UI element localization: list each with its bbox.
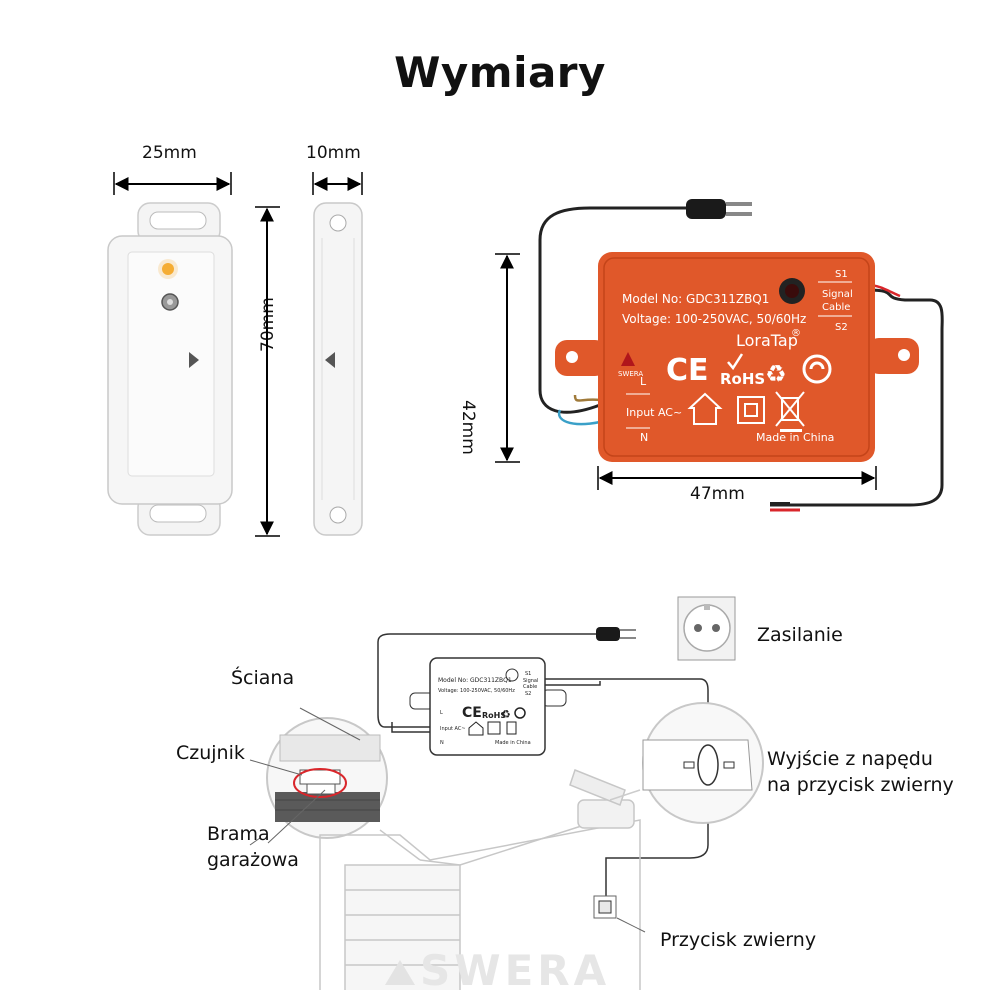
swera-logo-icon	[621, 352, 635, 366]
module-height-label: 42mm	[458, 400, 478, 455]
mini-cable-label: Cable	[523, 684, 537, 690]
sensor-width-arrow	[113, 172, 232, 195]
ce-mark: CE	[666, 353, 709, 388]
mini-module: Model No: GDC311ZBQ1 Voltage: 100-250VAC…	[409, 657, 567, 756]
module-brand-mark: ®	[791, 328, 801, 339]
label-signal: Signal	[822, 289, 853, 300]
plug-icon	[686, 199, 726, 219]
sensor-depth-label: 10mm	[306, 143, 361, 163]
loratap-module: Model No: GDC311ZBQ1 Voltage: 100-250VAC…	[555, 252, 919, 462]
sensor-detail-circle	[266, 717, 388, 839]
page-title: Wymiary	[394, 48, 606, 97]
made-in-text: Made in China	[756, 431, 834, 444]
label-wyjscie-2: na przycisk zwierny	[767, 774, 954, 796]
pointer-czujnik	[249, 759, 303, 776]
triangle-left-icon	[325, 352, 335, 368]
label-s2: S2	[835, 322, 848, 333]
module-model-text: Model No: GDC311ZBQ1	[622, 292, 769, 306]
label-brama-1: Brama	[207, 823, 270, 845]
mini-plug-icon	[596, 627, 620, 641]
module-voltage-text: Voltage: 100-250VAC, 50/60Hz	[622, 312, 806, 326]
module-brand-text: LoraTap	[736, 331, 798, 350]
check-icon	[727, 353, 744, 371]
recycle-icon: ♻	[765, 360, 787, 388]
house-icon	[687, 392, 723, 425]
watermark-logo-icon	[385, 960, 415, 985]
mini-s2-label: S2	[525, 691, 531, 697]
pointer-brama	[267, 789, 326, 844]
label-s1: S1	[835, 269, 848, 280]
mini-made-in: Made in China	[495, 740, 531, 746]
sensor-depth-arrow	[312, 172, 363, 195]
label-przycisk: Przycisk zwierny	[660, 929, 817, 951]
triangle-right-icon	[189, 352, 199, 368]
mini-rohs-mark: RoHS	[482, 711, 506, 720]
mini-n-label: N	[440, 740, 444, 746]
label-wyjscie-1: Wyjście z napędu	[767, 748, 933, 770]
watermark-text: SWERA	[420, 946, 610, 995]
install-wiring	[377, 633, 719, 896]
green-dot-icon	[802, 354, 832, 384]
module-height-arrow	[495, 253, 520, 463]
pointer-przycisk	[616, 917, 646, 933]
label-input: Input AC~	[626, 406, 682, 419]
sensor-front-view	[107, 202, 233, 536]
sensor-side-view	[313, 202, 363, 536]
label-zasilanie: Zasilanie	[757, 624, 843, 646]
label-czujnik: Czujnik	[176, 742, 245, 764]
mini-recycle-icon: ♻	[501, 708, 511, 721]
module-width-label: 47mm	[690, 484, 745, 504]
signal-cable	[770, 283, 944, 512]
push-button-icon	[593, 895, 617, 919]
mini-l-label: L	[440, 710, 443, 716]
weee-bin-icon	[775, 391, 805, 432]
wall-socket-icon	[677, 596, 736, 661]
drive-output-circle	[609, 702, 764, 824]
label-cable: Cable	[822, 302, 850, 313]
module-maker-logo: SWERA	[618, 370, 643, 378]
pointer-sciana	[299, 707, 361, 741]
led-indicator	[162, 263, 174, 275]
mini-s1-label: S1	[525, 671, 531, 677]
power-cord	[538, 199, 752, 426]
label-l: L	[640, 375, 647, 388]
mini-input-label: Input AC~	[440, 726, 466, 732]
sensor-width-label: 25mm	[142, 143, 197, 163]
label-brama-2: garażowa	[207, 849, 299, 871]
mini-signal-label: Signal	[523, 678, 538, 684]
double-insulation-icon	[737, 396, 765, 424]
label-n: N	[640, 431, 648, 444]
mini-house-icon	[468, 721, 484, 736]
rohs-mark: RoHS	[720, 370, 765, 388]
label-sciana: Ściana	[231, 667, 295, 689]
sensor-height-arrow	[255, 206, 280, 537]
module-width-arrow	[597, 466, 877, 490]
mini-model-text: Model No: GDC311ZBQ1	[438, 677, 512, 684]
mini-ce-mark: CE	[462, 705, 482, 721]
mini-voltage-text: Voltage: 100-250VAC, 50/60Hz	[438, 688, 515, 694]
